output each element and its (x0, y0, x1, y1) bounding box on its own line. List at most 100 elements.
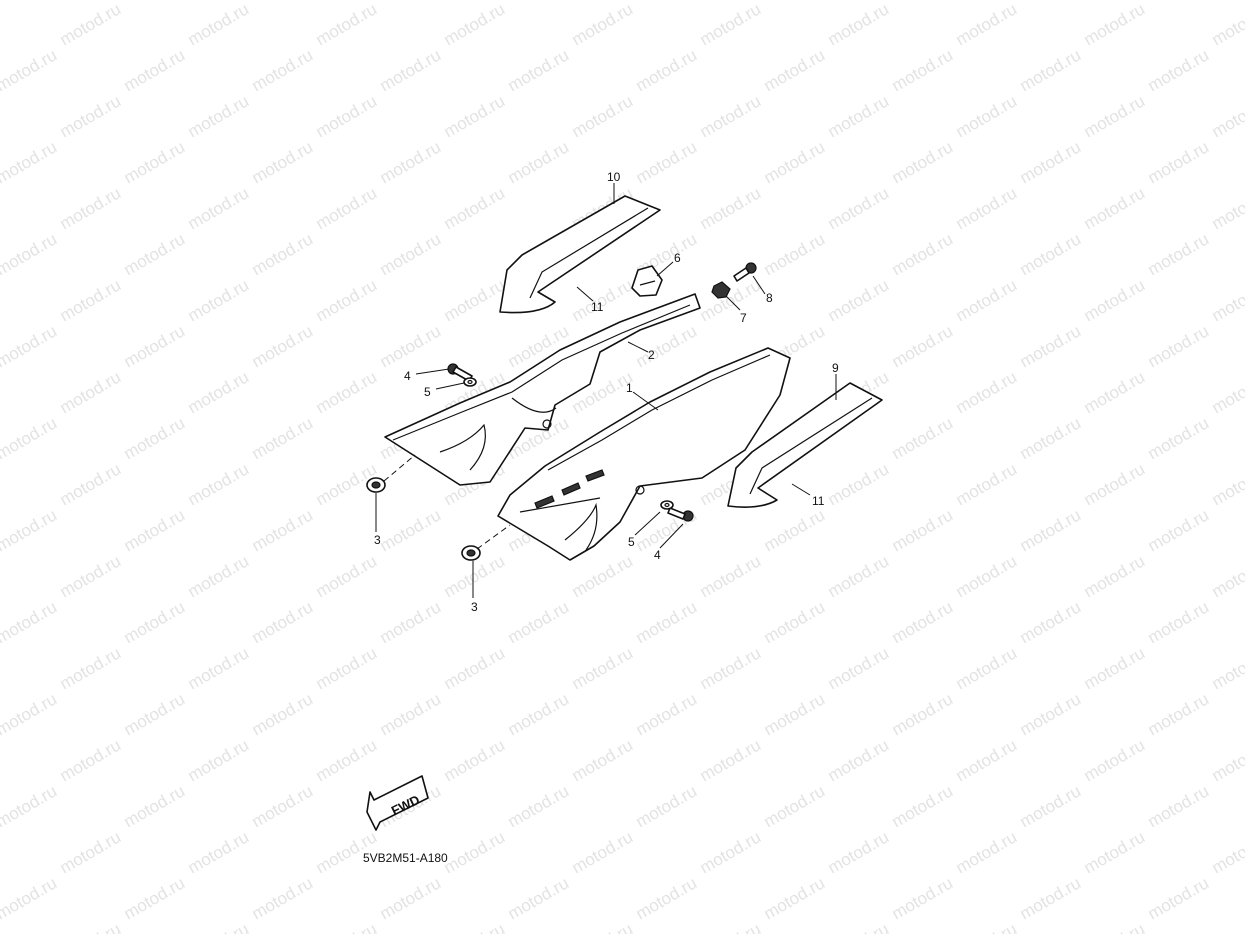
watermark-text: motod.ru (249, 413, 317, 463)
callout-11-upper: 11 (591, 300, 604, 314)
watermark-text: motod.ru (249, 689, 317, 739)
watermark-text: motod.ru (441, 919, 509, 934)
part-2-side-cover-left[interactable] (384, 293, 701, 486)
watermark-text: motod.ru (1145, 505, 1213, 555)
watermark-text: motod.ru (825, 643, 893, 693)
watermark-text: motod.ru (953, 0, 1021, 49)
part-8-bolt[interactable] (733, 262, 757, 282)
watermark-text: motod.ru (505, 689, 573, 739)
watermark-text: motod.ru (697, 183, 765, 233)
watermark-text: motod.ru (1081, 91, 1149, 141)
watermark-text: motod.ru (825, 919, 893, 934)
watermark-text: motod.ru (889, 0, 957, 3)
part-10-graphic-decal[interactable] (499, 195, 661, 314)
watermark-text: motod.ru (313, 735, 381, 785)
part-6-clip[interactable] (631, 265, 663, 297)
watermark-text: motod.ru (697, 919, 765, 934)
watermark-text: motod.ru (889, 505, 957, 555)
watermark-text: motod.ru (1081, 827, 1149, 877)
watermark-text: motod.ru (249, 597, 317, 647)
watermark-text: motod.ru (441, 275, 509, 325)
part-9-graphic-decal[interactable] (727, 382, 883, 508)
assembly-line-left (383, 454, 416, 482)
watermark-text: motod.ru (1145, 321, 1213, 371)
part-3-grommet-left[interactable] (366, 477, 386, 493)
watermark-text: motod.ru (57, 551, 125, 601)
watermark-text: motod.ru (57, 919, 125, 934)
callout-6: 6 (674, 251, 681, 265)
callout-4-left: 4 (404, 369, 411, 383)
watermark-text: motod.ru (697, 0, 765, 49)
watermark-text: motod.ru (505, 597, 573, 647)
watermark-text: motod.ru (121, 505, 189, 555)
watermark-text: motod.ru (121, 781, 189, 831)
watermark-text: motod.ru (441, 827, 509, 877)
watermark-text: motod.ru (953, 735, 1021, 785)
watermark-text: motod.ru (57, 0, 125, 49)
watermark-text: motod.ru (185, 551, 253, 601)
watermark-text: motod.ru (185, 91, 253, 141)
leader-lines (375, 183, 837, 598)
watermark-text: motod.ru (1209, 827, 1245, 877)
watermark-text: motod.ru (57, 643, 125, 693)
watermark-text: motod.ru (1081, 735, 1149, 785)
watermark-text: motod.ru (1209, 367, 1245, 417)
callout-8: 8 (766, 291, 773, 305)
watermark-text: motod.ru (185, 735, 253, 785)
watermark-text: motod.ru (953, 551, 1021, 601)
watermark-text: motod.ru (377, 505, 445, 555)
watermark-text: motod.ru (1145, 597, 1213, 647)
watermark-text: motod.ru (0, 689, 60, 739)
drawing-code: 5VB2M51-A180 (363, 851, 448, 865)
watermark-text: motod.ru (121, 229, 189, 279)
watermark-text: motod.ru (1017, 0, 1085, 3)
part-1-side-cover-right[interactable] (497, 347, 791, 561)
watermark-text: motod.ru (441, 183, 509, 233)
watermark-text: motod.ru (825, 0, 893, 49)
watermark-text: motod.ru (313, 91, 381, 141)
watermark-text: motod.ru (825, 735, 893, 785)
watermark-text: motod.ru (0, 873, 60, 923)
watermark-text: motod.ru (0, 45, 60, 95)
watermark-text: motod.ru (249, 229, 317, 279)
watermark-text: motod.ru (505, 45, 573, 95)
watermark-text: motod.ru (121, 45, 189, 95)
watermark-text: motod.ru (185, 183, 253, 233)
watermark-text: motod.ru (1145, 413, 1213, 463)
part-7-nut[interactable] (711, 281, 731, 299)
watermark-text: motod.ru (1017, 45, 1085, 95)
watermark-text: motod.ru (569, 643, 637, 693)
watermark-text: motod.ru (441, 643, 509, 693)
watermark-text: motod.ru (121, 689, 189, 739)
watermark-text: motod.ru (121, 413, 189, 463)
watermark-text: motod.ru (121, 597, 189, 647)
watermark-text: motod.ru (825, 551, 893, 601)
watermark-text: motod.ru (1081, 0, 1149, 49)
watermark-text: motod.ru (57, 827, 125, 877)
part-3-grommet-right[interactable] (461, 545, 481, 561)
part-5-washer-right[interactable] (660, 500, 674, 510)
watermark-text: motod.ru (185, 643, 253, 693)
watermark-text: motod.ru (1145, 137, 1213, 187)
watermark-text: motod.ru (377, 689, 445, 739)
watermark-text: motod.ru (761, 229, 829, 279)
watermark-text: motod.ru (441, 735, 509, 785)
watermark-text: motod.ru (505, 137, 573, 187)
watermark-text: motod.ru (889, 781, 957, 831)
watermark-text: motod.ru (953, 919, 1021, 934)
watermark-text: motod.ru (1145, 0, 1213, 3)
watermark-text: motod.ru (0, 229, 60, 279)
watermark-text: motod.ru (0, 413, 60, 463)
watermark-text: motod.ru (505, 0, 573, 3)
watermark-text: motod.ru (1209, 551, 1245, 601)
part-4-bolt-right[interactable] (667, 507, 694, 522)
watermark-text: motod.ru (1017, 505, 1085, 555)
watermark-text: motod.ru (1017, 781, 1085, 831)
watermark-text: motod.ru (249, 321, 317, 371)
watermark-text: motod.ru (249, 873, 317, 923)
watermark-text: motod.ru (249, 45, 317, 95)
callout-11-lower: 11 (812, 494, 825, 508)
watermark-text: motod.ru (249, 781, 317, 831)
watermark-text: motod.ru (1209, 183, 1245, 233)
part-5-washer-left[interactable] (463, 377, 477, 387)
